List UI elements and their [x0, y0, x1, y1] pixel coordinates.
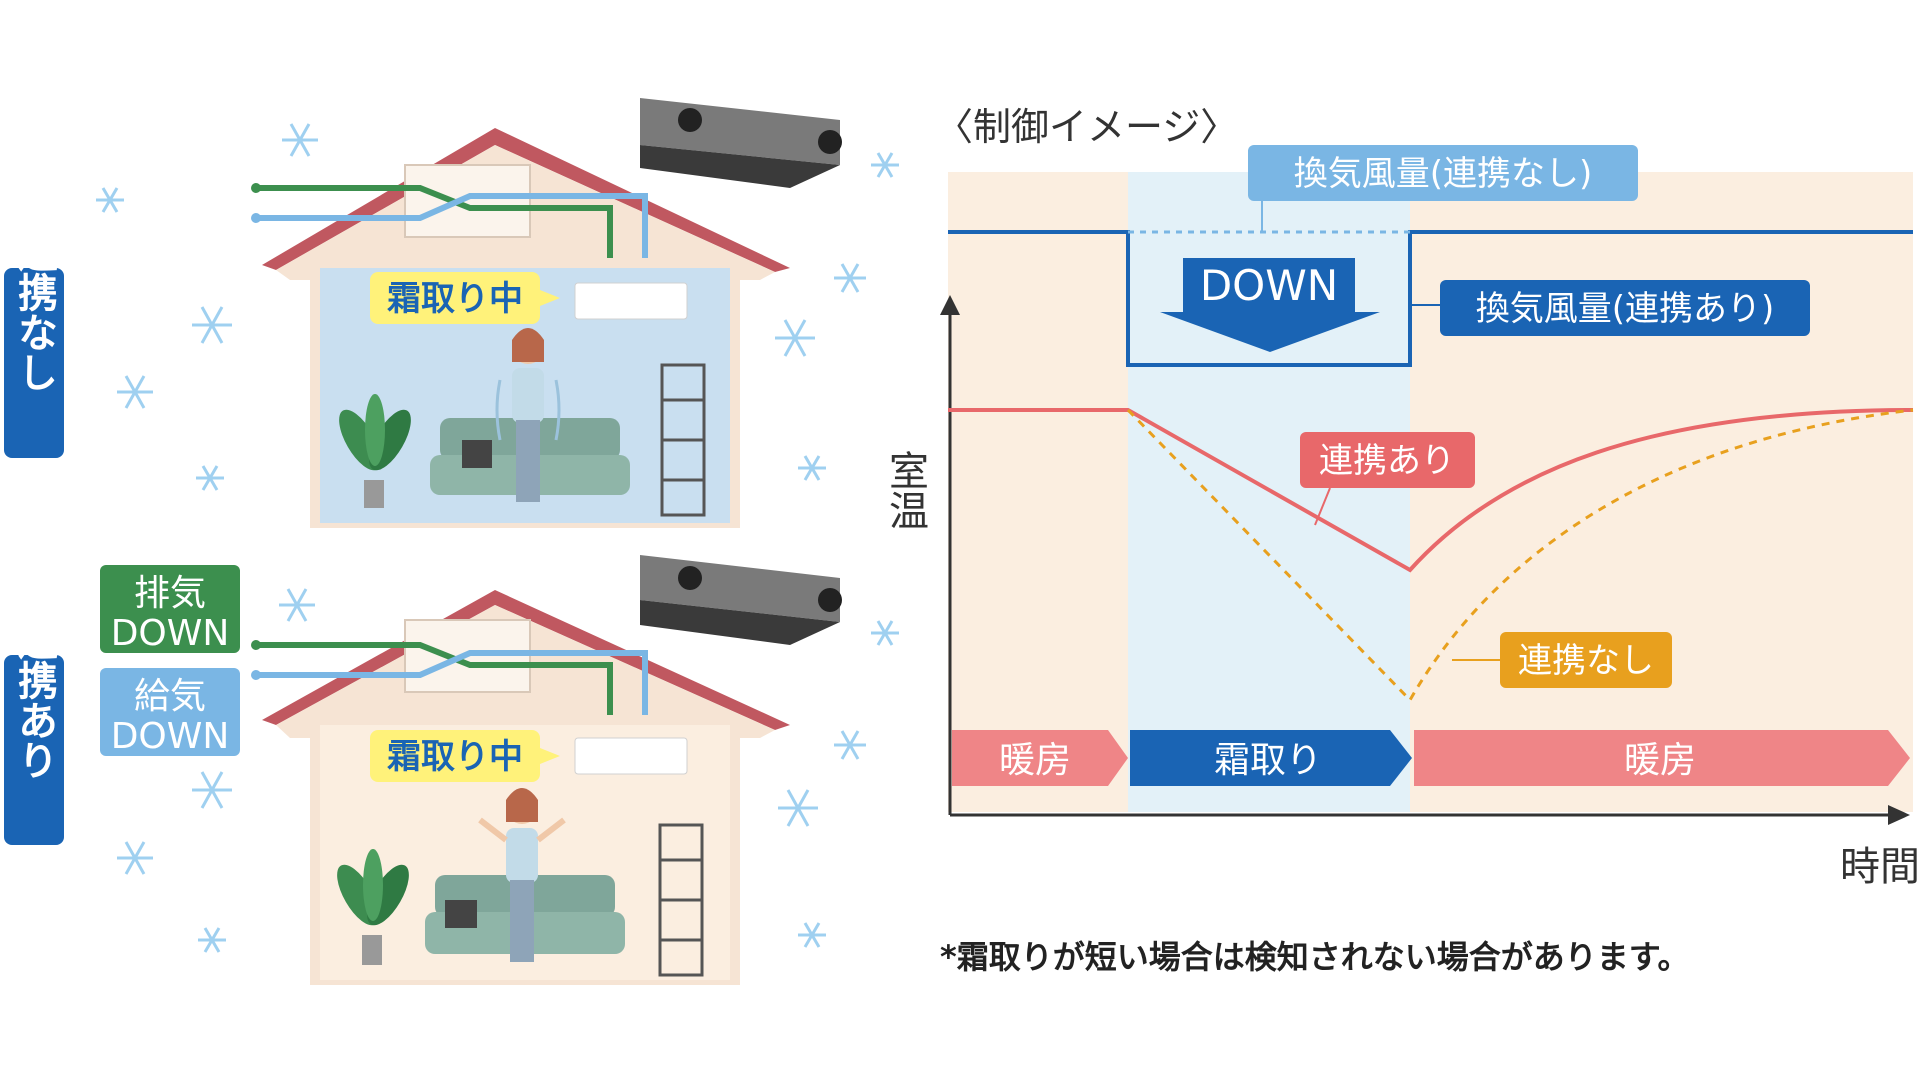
snowflake-icon [282, 123, 318, 157]
x-axis-arrow [1888, 805, 1910, 825]
chart-background [948, 172, 1913, 812]
snowflake-icon [834, 730, 866, 760]
plant-icon [339, 394, 411, 508]
series-without-label: 連携なし [1452, 632, 1672, 688]
defrost-bubble-bottom: 霜取り中 [370, 730, 560, 782]
roof-top-2 [262, 590, 790, 730]
snowflake-icon [117, 375, 153, 409]
exhaust-outlet-2 [251, 640, 261, 650]
snowflake-icon [798, 455, 826, 481]
down-arrow: DOWN [1160, 258, 1380, 352]
exhaust-outlet [251, 183, 261, 193]
supply-inlet-2 [251, 670, 261, 680]
label-without-linkage-text: 連携なし [11, 232, 58, 392]
label-without-linkage: 連携なし [4, 232, 64, 458]
defrost-bubble-bottom-text: 霜取り中 [387, 737, 523, 777]
phase-heating-2: 暖房 [1414, 730, 1910, 786]
snowflake-icon [96, 187, 124, 213]
plant-icon-2 [337, 849, 409, 965]
x-axis-label: 時間 [1840, 844, 1920, 890]
shelf-icon-2 [658, 823, 704, 977]
defrost-bubble-top: 霜取り中 [370, 272, 560, 324]
house-with-linkage [251, 555, 842, 985]
supply-down-badge: 給気 DOWN [100, 668, 240, 757]
snowflake-icon [192, 771, 232, 809]
airflow-line-with [948, 230, 1913, 367]
series-without-text: 連携なし [1518, 641, 1654, 681]
exhaust-line1: 排気 [134, 573, 206, 614]
phase-heating-1-text: 暖房 [999, 740, 1071, 781]
snowflake-icon [117, 841, 153, 875]
airflow-without-text: 換気風量(連携なし) [1294, 154, 1593, 194]
snowflake-icon [834, 263, 866, 293]
snowflakes [96, 123, 899, 953]
shelf-icon [660, 363, 706, 517]
snowflake-icon [871, 152, 899, 178]
snowflake-icon [778, 789, 818, 827]
temperature-line-with [948, 408, 1914, 573]
phase-defrost: 霜取り [1130, 730, 1412, 786]
exhaust-duct-2 [258, 642, 613, 715]
snowflake-icon [798, 922, 826, 948]
ventilation-unit-icon [640, 98, 842, 188]
supply-inlet [251, 213, 261, 223]
exhaust-duct [258, 185, 613, 258]
supply-duct [258, 193, 648, 258]
heat-exchanger-box [404, 164, 531, 238]
down-arrow-text: DOWN [1200, 261, 1338, 310]
label-with-linkage-text: 連携あり [11, 620, 58, 780]
air-conditioner-icon [574, 282, 688, 320]
footnote: *霜取りが短い場合は検知されない場合があります。 [940, 938, 1690, 976]
label-with-linkage: 連携あり [4, 620, 64, 845]
series-with-text: 連携あり [1319, 441, 1455, 481]
air-conditioner-icon-2 [574, 737, 688, 775]
supply-line2: DOWN [111, 716, 230, 757]
supply-line1: 給気 [134, 676, 206, 717]
exhaust-down-badge: 排気 DOWN [100, 565, 240, 654]
snowflake-icon [775, 319, 815, 357]
y-axis-arrow [940, 295, 960, 315]
chart-title: 〈制御イメージ〉 [935, 105, 1238, 149]
snowflake-icon [279, 588, 315, 622]
snowflake-icon [192, 306, 232, 344]
roof-top [262, 128, 790, 272]
y-axis-label: 室温 [882, 450, 928, 530]
defrost-bubble-top-text: 霜取り中 [387, 279, 523, 319]
supply-duct-2 [258, 650, 648, 715]
person-warm-icon [478, 788, 566, 962]
house-without-linkage [251, 98, 842, 528]
exhaust-line2: DOWN [111, 613, 230, 654]
snowflake-icon [198, 927, 226, 953]
airflow-with-text: 換気風量(連携あり) [1476, 289, 1775, 329]
ventilation-unit-icon-2 [640, 555, 842, 645]
phase-heating-1: 暖房 [952, 730, 1128, 786]
person-cold-icon [495, 328, 561, 502]
phase-defrost-text: 霜取り [1214, 740, 1322, 781]
snowflake-icon [871, 620, 899, 646]
airflow-without-label: 換気風量(連携なし) [1248, 145, 1638, 232]
phase-heating-2-text: 暖房 [1624, 740, 1696, 781]
airflow-with-label: 換気風量(連携あり) [1410, 280, 1810, 336]
series-with-label: 連携あり [1300, 432, 1475, 526]
snowflake-icon [196, 465, 224, 491]
